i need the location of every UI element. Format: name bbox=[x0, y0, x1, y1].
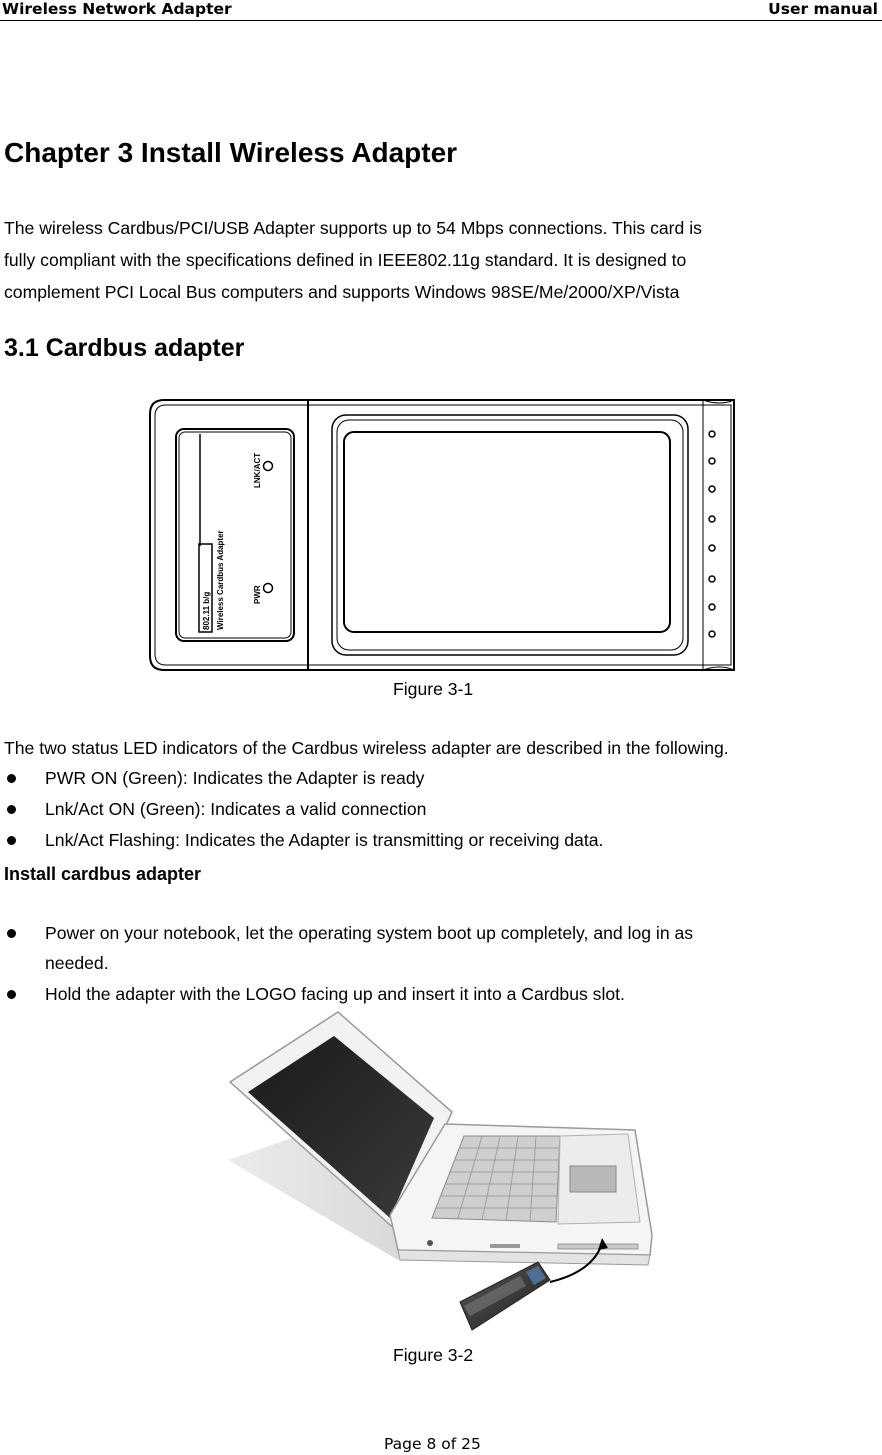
bullet-icon bbox=[7, 929, 16, 938]
install-item-text: Power on your notebook, let the operatin… bbox=[45, 923, 694, 943]
intro-line-3: complement PCI Local Bus computers and s… bbox=[4, 282, 680, 302]
led-item-text: Lnk/Act Flashing: Indicates the Adapter … bbox=[45, 830, 604, 850]
pwr-led-icon bbox=[262, 582, 274, 594]
bullet-icon bbox=[7, 836, 16, 845]
figure-1-caption: Figure 3-1 bbox=[393, 679, 474, 699]
install-item-continuation: needed. bbox=[45, 953, 109, 973]
figure-2-caption: Figure 3-2 bbox=[393, 1345, 474, 1365]
install-title: Install cardbus adapter bbox=[4, 864, 202, 884]
led-intro-text: The two status LED indicators of the Car… bbox=[4, 738, 729, 758]
card-product-label: Wireless Cardbus Adapter bbox=[216, 530, 225, 630]
header-left-title: Wireless Network Adapter bbox=[2, 0, 232, 18]
header-right-title: User manual bbox=[768, 0, 878, 18]
page-header: Wireless Network Adapter User manual bbox=[0, 0, 882, 21]
page-number: Page 8 of 25 bbox=[384, 1435, 481, 1453]
card-model-label: 802.11 b/g bbox=[202, 592, 211, 630]
bullet-icon bbox=[7, 990, 16, 999]
led-pwr-label: PWR bbox=[253, 585, 262, 604]
lnk-act-led-icon bbox=[262, 460, 274, 472]
install-item-text: Hold the adapter with the LOGO facing up… bbox=[45, 984, 625, 1004]
section-title: 3.1 Cardbus adapter bbox=[4, 334, 245, 362]
led-item-text: PWR ON (Green): Indicates the Adapter is… bbox=[45, 768, 425, 788]
led-lnk-label: LNK/ACT bbox=[253, 453, 262, 488]
led-item-text: Lnk/Act ON (Green): Indicates a valid co… bbox=[45, 799, 427, 819]
bullet-icon bbox=[7, 774, 16, 783]
chapter-title: Chapter 3 Install Wireless Adapter bbox=[4, 137, 458, 168]
cardbus-adapter-figure: 802.11 b/g Wireless Cardbus Adapter LNK/… bbox=[149, 399, 735, 671]
laptop-insert-figure bbox=[228, 1011, 653, 1331]
intro-line-2: fully compliant with the specifications … bbox=[4, 250, 687, 270]
bullet-icon bbox=[7, 805, 16, 814]
intro-line-1: The wireless Cardbus/PCI/USB Adapter sup… bbox=[4, 218, 702, 238]
